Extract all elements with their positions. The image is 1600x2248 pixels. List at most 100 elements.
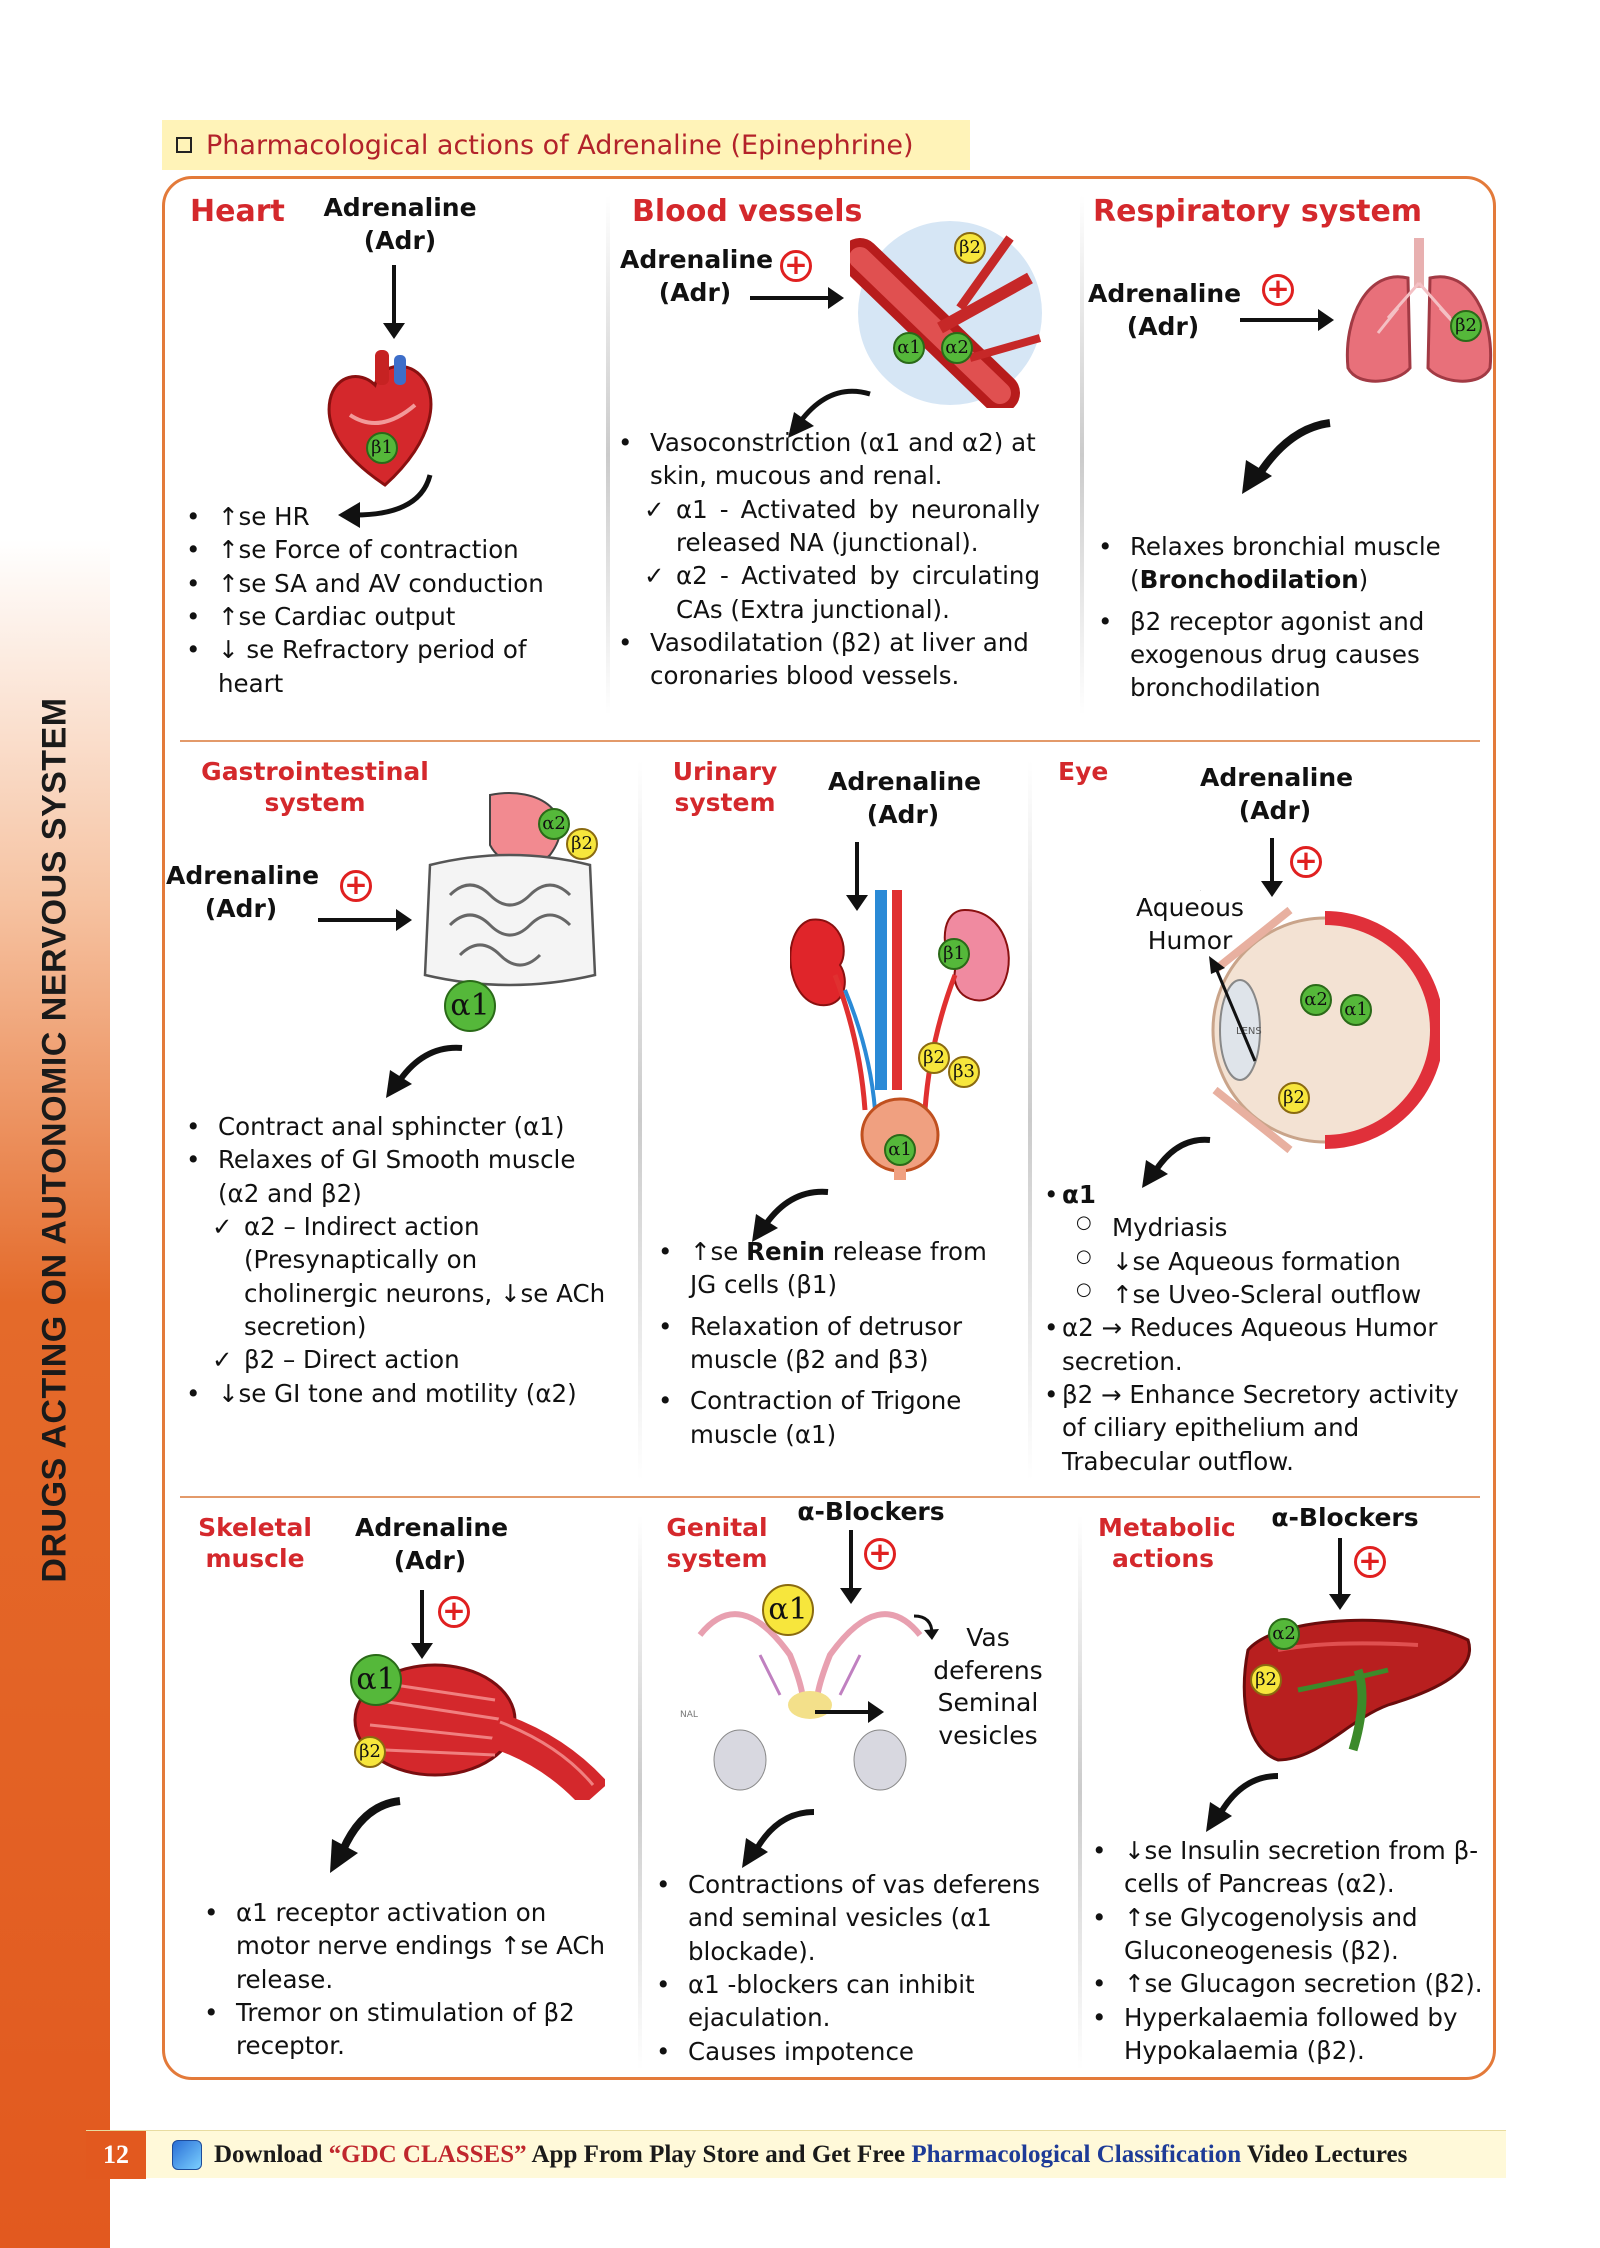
heading-urinary: Urinary system: [660, 756, 790, 819]
receptor-badge-b2: β2: [354, 1736, 386, 1768]
drug-abbrev: (Adr): [658, 277, 732, 307]
curved-arrow-icon: [386, 1044, 463, 1098]
label-line: Humor: [1147, 925, 1233, 955]
heart-illustration: [327, 350, 433, 487]
list-item: α1 receptor activation on motor nerve en…: [196, 1896, 606, 1996]
label-line: deferens: [933, 1655, 1043, 1685]
receptor-badge-b3: β3: [948, 1056, 980, 1088]
heading-heart: Heart: [190, 194, 285, 229]
row-divider: [180, 740, 1480, 742]
list-item: Contractions of vas deferens and seminal…: [648, 1868, 1068, 1968]
chapter-title: DRUGS ACTING ON AUTONOMIC NERVOUS SYSTEM: [35, 697, 74, 1583]
receptor-badge-b2: β2: [1450, 310, 1482, 342]
heading-line: Gastrointestinal: [201, 757, 429, 786]
list-item: Relaxation of detrusor muscle (β2 and β3…: [650, 1310, 1020, 1377]
right-arrow-icon: [318, 909, 412, 931]
eye-effects: •α1 Mydriasis ↓se Aqueous formation ↑se …: [1044, 1178, 1474, 1478]
list-item: Contract anal sphincter (α1): [178, 1110, 608, 1144]
drug-label: Adrenaline (Adr): [355, 1512, 509, 1577]
receptor-badge-b1: β1: [938, 938, 970, 970]
heading-line: system: [666, 1544, 768, 1574]
heading-line: Metabolic: [1098, 1513, 1236, 1542]
heading-line: muscle: [205, 1544, 305, 1574]
heading-line: Skeletal: [198, 1513, 312, 1542]
curved-arrow-icon: [742, 1809, 815, 1868]
label-line: Seminal: [937, 1688, 1039, 1717]
receptor-badge-a1: α1: [762, 1584, 814, 1636]
drug-label: Adrenaline (Adr): [320, 192, 480, 257]
blood-vessel-illustration: [850, 221, 1042, 408]
stimulation-plus-icon: +: [438, 1596, 470, 1628]
a2-text: α2 → Reduces Aqueous Humor secretion.: [1062, 1313, 1438, 1376]
receptor-badge-a1: α1: [1340, 994, 1372, 1026]
right-arrow-icon: [815, 1701, 884, 1723]
row-divider: [180, 1496, 1480, 1498]
down-arrow-icon: [840, 1530, 862, 1604]
receptor-badge-a2: α2: [538, 808, 570, 840]
heading-line: system: [674, 788, 776, 818]
drug-abbrev: (Adr): [1126, 311, 1200, 341]
receptor-badge-a1: α1: [884, 1134, 916, 1166]
list-item: Relaxes bronchial muscle (Bronchodilatio…: [1090, 530, 1470, 597]
list-item: ↓ se Refractory period of heart: [178, 633, 578, 700]
receptor-badge-b2: β2: [954, 232, 986, 264]
genital-tract-illustration: [697, 1611, 923, 1791]
drug-name: Adrenaline: [323, 193, 477, 222]
receptor-badge-a1: α1: [444, 980, 496, 1032]
heading-line: actions: [1111, 1544, 1215, 1574]
curved-arrow-icon: [1206, 1773, 1279, 1832]
receptor-badge-b1: β1: [366, 432, 398, 464]
column-divider: [1028, 760, 1032, 1480]
section-title-bar: Pharmacological actions of Adrenaline (E…: [162, 120, 970, 170]
drug-name: Adrenaline: [1088, 279, 1242, 308]
heading-eye: Eye: [1058, 757, 1109, 786]
down-arrow-icon: [846, 842, 868, 911]
curved-arrow-icon: [1142, 1136, 1211, 1188]
list-subitem: α2 - Activated by circulating CAs (Extra…: [610, 559, 1040, 626]
drug-label: Adrenaline (Adr): [1088, 278, 1242, 343]
list-subitem: ↓se Aqueous formation: [1044, 1245, 1474, 1278]
list-item: Causes impotence: [648, 2035, 1068, 2069]
heart-effects-list: ↑se HR ↑se Force of contraction ↑se SA a…: [178, 500, 578, 700]
drug-label: Adrenaline (Adr): [166, 860, 319, 925]
down-arrow-icon: [383, 265, 405, 339]
heading-genital: Genital system: [662, 1512, 772, 1575]
a1-effects-list: Mydriasis ↓se Aqueous formation ↑se Uveo…: [1044, 1211, 1474, 1311]
heading-line: Urinary: [672, 757, 778, 786]
urinary-tract-illustration: [790, 890, 1010, 1180]
list-item: Hyperkalaemia followed by Hypokalaemia (…: [1084, 2001, 1484, 2068]
curved-arrow-icon: [330, 1797, 401, 1873]
label-line: vesicles: [938, 1720, 1038, 1750]
list-subitem: Mydriasis: [1044, 1211, 1474, 1244]
list-item: ↑se Cardiac output: [178, 600, 578, 634]
list-item: ↓se GI tone and motility (α2): [178, 1377, 608, 1411]
page-number: 12: [86, 2130, 146, 2179]
footer-pre: Download: [214, 2140, 323, 2168]
footer-link[interactable]: Pharmacological Classification: [911, 2140, 1242, 2168]
heading-blood-vessels: Blood vessels: [632, 194, 863, 229]
column-divider: [638, 760, 642, 1480]
list-item: ↑se Glycogenolysis and Gluconeogenesis (…: [1084, 1901, 1484, 1968]
drug-name: Adrenaline: [355, 1513, 509, 1542]
receptor-badge-b2: β2: [1278, 1082, 1310, 1114]
aqueous-humor-label: Aqueous Humor: [1130, 892, 1250, 957]
stimulation-plus-icon: +: [1262, 274, 1294, 306]
receptor-badge-b2: β2: [1250, 1664, 1282, 1696]
blood-vessels-effects-list: Vasoconstriction (α1 and α2) at skin, mu…: [610, 426, 1040, 693]
receptor-badge-a2: α2: [1268, 1618, 1300, 1650]
heading-line: system: [264, 788, 366, 818]
urinary-effects-list: ↑se Renin release from JG cells (β1) Rel…: [650, 1235, 1020, 1451]
list-item: Relaxes of GI Smooth muscle (α2 and β2): [178, 1143, 608, 1210]
drug-abbrev: (Adr): [363, 225, 437, 255]
list-subitem: α2 – Indirect action (Presynaptically on…: [178, 1210, 608, 1343]
drug-label: Adrenaline (Adr): [1200, 762, 1353, 827]
footer-app-name: “GDC CLASSES”: [328, 2140, 527, 2168]
list-item: Vasodilatation (β2) at liver and coronar…: [610, 626, 1040, 693]
list-item: •α1: [1044, 1180, 1096, 1209]
list-item: •β2 → Enhance Secretory activity of cili…: [1044, 1379, 1459, 1476]
drug-name: Adrenaline: [620, 245, 774, 274]
section-title: Pharmacological actions of Adrenaline (E…: [206, 129, 914, 161]
skeletal-effects-list: α1 receptor activation on motor nerve en…: [196, 1896, 606, 2063]
label-line: Vas: [966, 1623, 1010, 1652]
stimulation-plus-icon: +: [864, 1538, 896, 1570]
